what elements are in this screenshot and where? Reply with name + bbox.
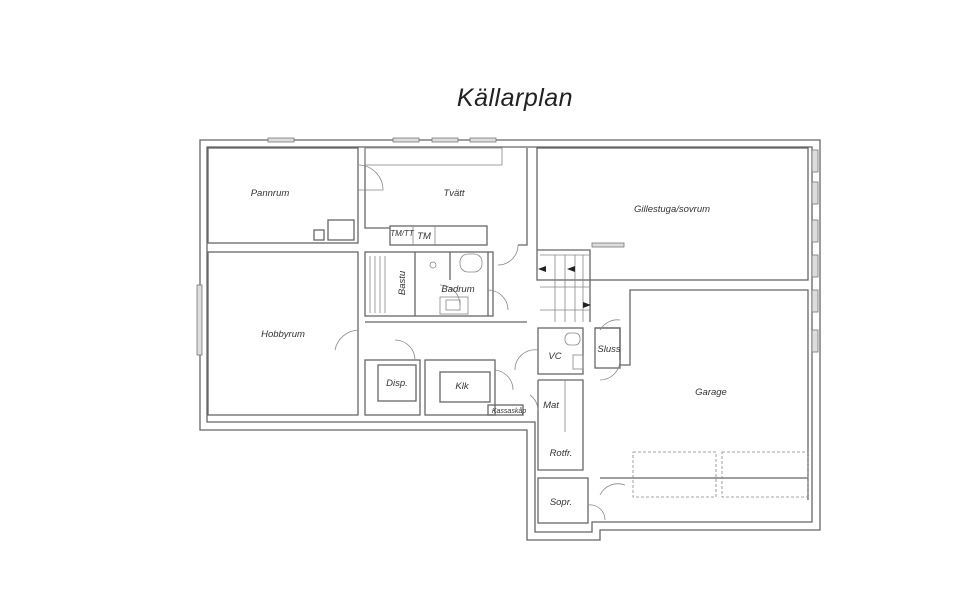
room-label-mat: Mat: [543, 400, 559, 411]
plan-title: Källarplan: [456, 84, 574, 112]
room-walls: [207, 147, 809, 524]
room-label-garage: Garage: [695, 387, 727, 398]
outer-wall: [199, 139, 821, 541]
room-label-pannrum: Pannrum: [251, 188, 290, 199]
room-label-gillestuga: Gillestuga/sovrum: [634, 204, 710, 215]
room-label-vc: VC: [548, 351, 561, 362]
room-label-badrum: Badrum: [441, 284, 474, 295]
room-label-bastu: Bastu: [397, 270, 408, 295]
staircase: [538, 254, 591, 322]
room-label-sopr: Sopr.: [550, 497, 572, 508]
windows: [196, 137, 819, 356]
room-label-tm: TM: [417, 231, 431, 242]
room-label-tm-tt: TM/TT: [390, 229, 415, 238]
sauna-benches: [369, 256, 386, 313]
doors: [334, 164, 626, 521]
room-label-tvatt: Tvätt: [443, 188, 464, 199]
room-label-disp: Disp.: [386, 378, 408, 389]
room-label-hobbyrum: Hobbyrum: [261, 329, 305, 340]
room-label-rotfr: Rotfr.: [550, 448, 573, 459]
room-label-sluss: Sluss: [597, 344, 620, 355]
room-label-klk: Klk: [455, 381, 469, 392]
room-label-kassaskap: Kassaskåp: [492, 407, 526, 415]
